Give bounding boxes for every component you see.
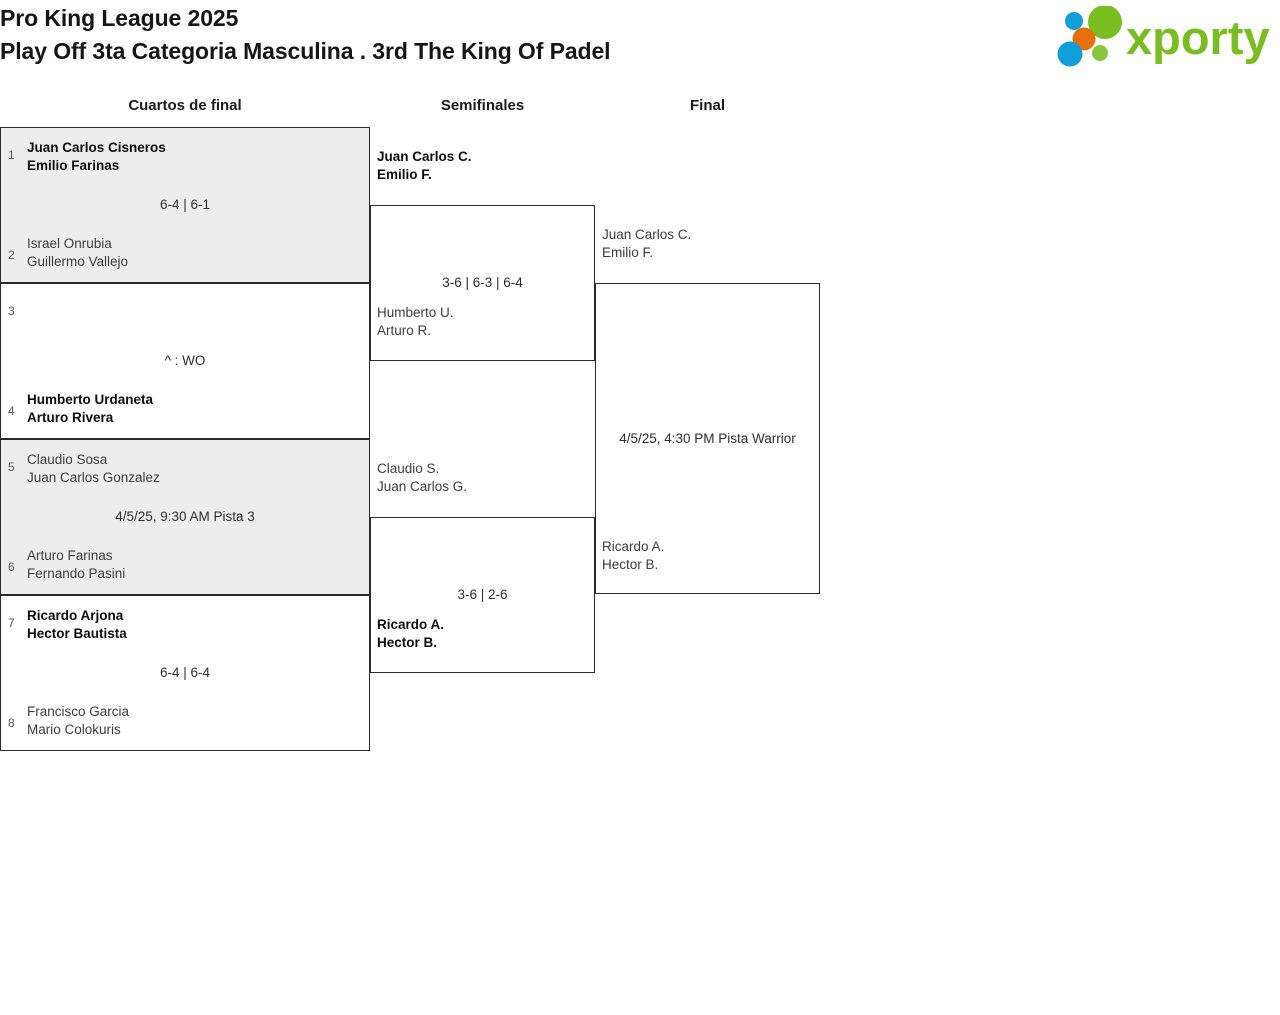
player-name: Juan Carlos G. <box>377 479 468 494</box>
player-name: Hector B. <box>377 635 438 650</box>
player-name: Claudio Sosa <box>27 452 108 467</box>
player-name: Fernando Pasini <box>27 566 126 581</box>
player-name: Guillermo Vallejo <box>27 254 129 269</box>
player-name: Arturo Rivera <box>27 410 114 425</box>
match-schedule: 4/5/25, 9:30 AM Pista 3 <box>115 509 255 524</box>
page-header: Pro King League 2025 Play Off 3ta Catego… <box>0 0 1280 80</box>
team-bottom: Humberto Urdaneta Arturo Rivera <box>27 391 361 427</box>
player-name: Juan Carlos C. <box>602 227 692 242</box>
seed-number: 7 <box>8 616 15 630</box>
match-sf-1[interactable]: 3-6 | 6-3 | 6-4 <box>370 205 595 361</box>
title-line-1: Pro King League 2025 <box>0 5 239 31</box>
team-top: Claudio Sosa Juan Carlos Gonzalez <box>27 451 361 487</box>
match-sf-2[interactable]: 3-6 | 2-6 <box>370 517 595 673</box>
seed-number: 5 <box>8 460 15 474</box>
tournament-title: Pro King League 2025 Play Off 3ta Catego… <box>0 2 611 68</box>
player-name: Arturo Farinas <box>27 548 113 563</box>
player-name: Humberto U. <box>377 305 454 320</box>
logo-dot-blue-small <box>1065 12 1083 30</box>
match-schedule: 4/5/25, 4:30 PM Pista Warrior <box>619 430 796 446</box>
match-qf-3[interactable]: 5 Claudio Sosa Juan Carlos Gonzalez 4/5/… <box>0 439 370 595</box>
xporty-logo[interactable]: xporty <box>1056 5 1274 68</box>
match-final[interactable]: 4/5/25, 4:30 PM Pista Warrior <box>595 283 820 594</box>
match-qf-1[interactable]: 1 Juan Carlos Cisneros Emilio Farinas 6-… <box>0 127 370 283</box>
logo-dot-blue-large <box>1057 41 1083 67</box>
player-name: Francisco Garcia <box>27 704 130 719</box>
player-name: Emilio F. <box>602 245 654 260</box>
match-result: 6-4 | 6-1 <box>159 197 211 212</box>
player-name: Hector Bautista <box>27 626 127 641</box>
team-top: Ricardo Arjona Hector Bautista <box>27 607 361 643</box>
player-name: Juan Carlos Gonzalez <box>27 470 160 485</box>
seed-number: 8 <box>8 716 15 730</box>
final-team-top: Juan Carlos C. Emilio F. <box>602 226 691 262</box>
sf2-team-top: Claudio S. Juan Carlos G. <box>377 460 467 496</box>
player-name: Ricardo Arjona <box>27 608 124 623</box>
match-qf-4[interactable]: 7 Ricardo Arjona Hector Bautista 6-4 | 6… <box>0 595 370 751</box>
player-name: Ricardo A. <box>602 539 665 554</box>
logo-dot-green-small <box>1092 45 1108 61</box>
team-top: Juan Carlos Cisneros Emilio Farinas <box>27 139 361 175</box>
seed-number: 6 <box>8 560 15 574</box>
player-name: Hector B. <box>602 557 659 572</box>
round-heading-final: Final <box>689 97 725 114</box>
team-bottom: Arturo Farinas Fernando Pasini <box>27 547 361 583</box>
title-line-2: Play Off 3ta Categoria Masculina . 3rd T… <box>0 38 611 64</box>
seed-number: 2 <box>8 248 15 262</box>
seed-number: 4 <box>8 404 15 418</box>
sf1-team-bottom: Humberto U. Arturo R. <box>377 304 454 340</box>
seed-number: 3 <box>8 304 15 318</box>
round-heading-semifinals: Semifinales <box>440 97 525 114</box>
match-result: ^ : WO <box>164 353 206 368</box>
player-name: Juan Carlos Cisneros <box>27 140 166 155</box>
sf2-team-bottom: Ricardo A. Hector B. <box>377 616 444 652</box>
player-name: Israel Onrubia <box>27 236 112 251</box>
player-name: Humberto Urdaneta <box>27 392 154 407</box>
logo-wordmark: xporty <box>1126 11 1270 64</box>
match-result: 3-6 | 2-6 <box>457 587 508 602</box>
match-qf-2[interactable]: 3 ^ : WO 4 Humberto Urdaneta Arturo Rive… <box>0 283 370 439</box>
player-name: Emilio Farinas <box>27 158 120 173</box>
team-bottom: Francisco Garcia Mario Colokuris <box>27 703 361 739</box>
match-result: 3-6 | 6-3 | 6-4 <box>442 275 523 290</box>
player-name: Mario Colokuris <box>27 722 121 737</box>
xporty-logo-svg: xporty <box>1057 5 1270 67</box>
logo-dot-green-large <box>1088 5 1122 39</box>
team-bottom: Israel Onrubia Guillermo Vallejo <box>27 235 361 271</box>
player-name: Claudio S. <box>377 461 440 476</box>
player-name: Ricardo A. <box>377 617 445 632</box>
final-team-bottom: Ricardo A. Hector B. <box>602 538 664 574</box>
sf1-team-top: Juan Carlos C. Emilio F. <box>377 148 472 184</box>
player-name: Arturo R. <box>377 323 432 338</box>
seed-number: 1 <box>8 148 15 162</box>
round-heading-quarterfinals: Cuartos de final <box>128 97 242 114</box>
player-name: Juan Carlos C. <box>377 149 472 164</box>
player-name: Emilio F. <box>377 167 432 182</box>
match-result: 6-4 | 6-4 <box>159 665 211 680</box>
